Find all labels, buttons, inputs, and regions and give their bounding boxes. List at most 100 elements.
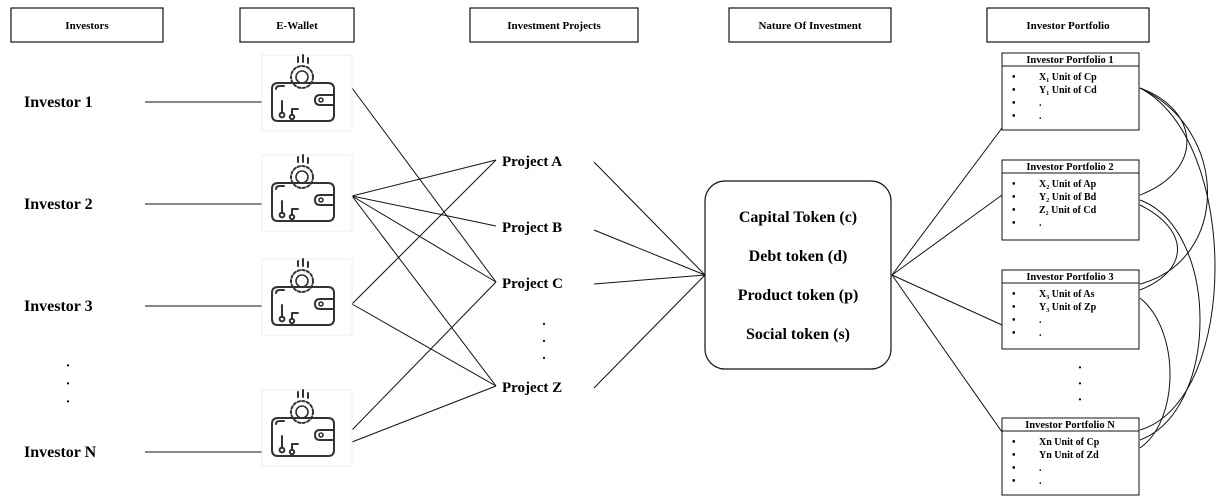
investor-column: Investor 1 Investor 2 Investor 3 · · · I… [24,94,97,461]
portfolio-item: Y₃ Unit of Zp [1039,302,1097,313]
header-box-investors [10,7,164,43]
bullet: • [1012,218,1016,229]
investor-label: Investor 2 [24,196,93,213]
edge-tokens-portfolio2 [891,194,1003,276]
bullet: • [1012,463,1016,474]
edge-projectB-tokens [593,229,706,276]
header-portfolio: Investor Portfolio [1026,20,1110,32]
edge-wallet2-projectB [351,195,497,227]
portfolio-item: . [1039,98,1042,109]
bullet: • [1012,476,1016,487]
portfolio-item: Yn Unit of Zd [1039,450,1099,461]
portfolio-body [1001,172,1140,241]
portfolio-title: Investor Portfolio 1 [1026,55,1113,66]
header-box-projects [469,7,639,43]
investor-label: Investor N [24,444,97,461]
investor-ellipsis-dot: · [66,377,71,392]
wallet-column [261,54,353,467]
project-ellipsis-dot: . [542,314,546,329]
header-row: Investors E-Wallet Investment Projects N… [10,7,1150,43]
portfolio-column: Investor Portfolio 1 • X₁ Unit of Cp • Y… [1001,52,1140,496]
investor-ellipsis-dot: · [66,395,71,410]
token-box-frame [704,180,892,370]
portfolio-ellipsis-dot: · [1078,377,1083,392]
project-label: Project B [502,220,562,236]
header-nature: Nature Of Investment [758,20,861,32]
portfolio-item: X₂ Unit of Ap [1039,179,1097,190]
portfolio-item: . [1039,218,1042,229]
portfolio-item: Xn Unit of Cp [1039,437,1100,448]
curve-p3-pN [1139,297,1171,449]
header-box-nature [728,7,892,43]
portfolio-ellipsis-dot: · [1078,361,1083,376]
investor-label: Investor 3 [24,298,93,315]
project-label: Project Z [502,380,562,396]
header-projects: Investment Projects [507,20,601,32]
bullet: • [1012,111,1016,122]
curve-p1-p2 [1139,87,1188,196]
token-label: Social token (s) [746,326,850,343]
portfolio-title: Investor Portfolio 3 [1026,272,1113,283]
edge-tokens-portfolioN [891,274,1003,433]
token-label: Debt token (d) [749,248,848,265]
bullet: • [1012,192,1016,203]
portfolio-item: Y₁ Unit of Cd [1039,85,1097,96]
bullet: • [1012,437,1016,448]
portfolio-card: Investor Portfolio 3 • X₃ Unit of As • Y… [1001,269,1140,350]
portfolio-item: . [1039,315,1042,326]
portfolio-title: Investor Portfolio 2 [1026,162,1113,173]
project-ellipsis-dot: . [542,331,546,346]
portfolio-body [1001,430,1140,496]
header-ewallet: E-Wallet [276,20,318,32]
portfolio-item: . [1039,476,1042,487]
portfolio-title: Investor Portfolio N [1025,420,1115,431]
bullet: • [1012,450,1016,461]
portfolio-body [1001,282,1140,350]
bullet: • [1012,205,1016,216]
edge-wallet3-projectZ [351,303,497,387]
wallet-icon [261,154,353,232]
bullet: • [1012,315,1016,326]
portfolio-card: Investor Portfolio 1 • X₁ Unit of Cp • Y… [1001,52,1140,131]
curve-p2-pN [1139,199,1201,441]
edge-projectC-tokens [593,274,706,285]
project-ellipsis-dot: . [542,348,546,363]
edge-tokens-portfolio3 [891,274,1003,326]
edge-wallet3-projectA [351,159,497,305]
portfolio-item: Z₂ Unit of Cd [1039,205,1097,216]
portfolio-item: Y₂ Unit of Bd [1039,192,1097,203]
curve-p1-pN [1139,87,1216,431]
connector-lines [145,87,1216,453]
portfolio-body [1001,65,1140,131]
wallet-icon [261,54,353,132]
bullet: • [1012,289,1016,300]
token-label: Capital Token (c) [739,209,857,226]
header-investors: Investors [65,20,109,32]
edge-walletN-projectZ [351,385,497,443]
edge-projectZ-tokens [593,274,706,389]
edge-wallet2-projectC [351,195,497,283]
portfolio-item: . [1039,328,1042,339]
bullet: • [1012,98,1016,109]
bullet: • [1012,72,1016,83]
project-label: Project C [502,276,563,292]
bullet: • [1012,85,1016,96]
token-box: Capital Token (c) Debt token (d) Product… [704,180,892,370]
header-box-ewallet [239,7,355,43]
portfolio-ellipsis-dot: · [1078,393,1083,408]
project-column: Project A Project B Project C . . . Proj… [502,154,563,396]
curve-p2-p3 [1139,204,1178,291]
bullet: • [1012,328,1016,339]
portfolio-item: X₁ Unit of Cp [1039,72,1097,83]
wallet-icon [261,389,353,467]
portfolio-item: . [1039,463,1042,474]
investor-label: Investor 1 [24,94,93,111]
header-box-portfolio [986,7,1150,43]
token-label: Product token (p) [738,287,859,304]
portfolio-card: Investor Portfolio N • Xn Unit of Cp • Y… [1001,417,1140,496]
portfolio-item: . [1039,111,1042,122]
edge-wallet2-projectA [351,159,497,197]
edge-projectA-tokens [593,161,706,276]
edge-walletN-projectC [351,281,497,431]
